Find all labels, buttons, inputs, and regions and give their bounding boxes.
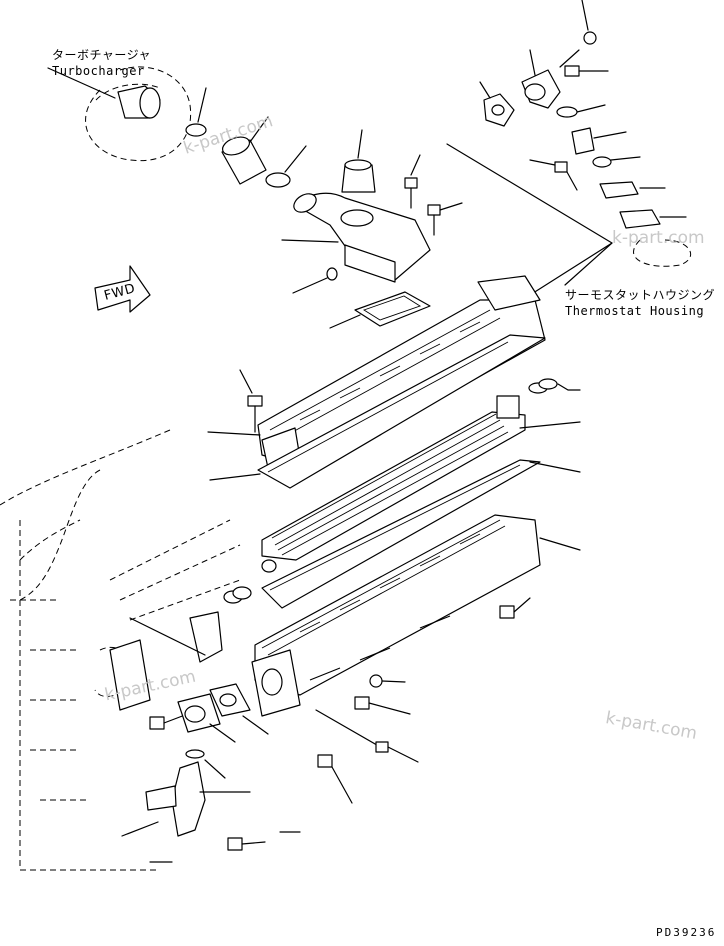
rubber-hose (221, 116, 269, 185)
turbocharger-outline (47, 66, 192, 162)
thermostat-housing-group (446, 0, 692, 296)
engine-block-outline (0, 429, 241, 871)
thermostat-label-en: Thermostat Housing (565, 304, 705, 318)
oil-cooler-core (261, 395, 526, 573)
oil-cooler-case (251, 514, 581, 717)
outlet-gasket (329, 291, 431, 329)
hose-clamp-2 (265, 145, 307, 188)
bolt-b (427, 202, 463, 236)
plug (292, 267, 338, 294)
thermostat-label-jp: サーモスタットハウジング (565, 288, 716, 302)
manifold-bolt (239, 369, 263, 433)
water-outlet-pipe (281, 192, 431, 283)
manifold-gasket (209, 334, 546, 489)
fwd-arrow (94, 265, 151, 313)
turbocharger-label-jp: ターボチャージャ (52, 48, 152, 62)
drawing-number: PD39236 (656, 926, 717, 939)
thermostat-cap (341, 129, 376, 193)
turbocharger-label-en: Turbocharger (52, 64, 145, 78)
case-bolts (315, 597, 531, 804)
lower-left-fittings (109, 611, 301, 863)
o-ring-left (223, 586, 252, 604)
bolt-a (404, 154, 421, 209)
hose-clamp-1 (185, 87, 207, 137)
cooler-gasket (261, 459, 581, 609)
watermark: k-part.com (612, 228, 705, 248)
o-ring-right (528, 378, 581, 394)
